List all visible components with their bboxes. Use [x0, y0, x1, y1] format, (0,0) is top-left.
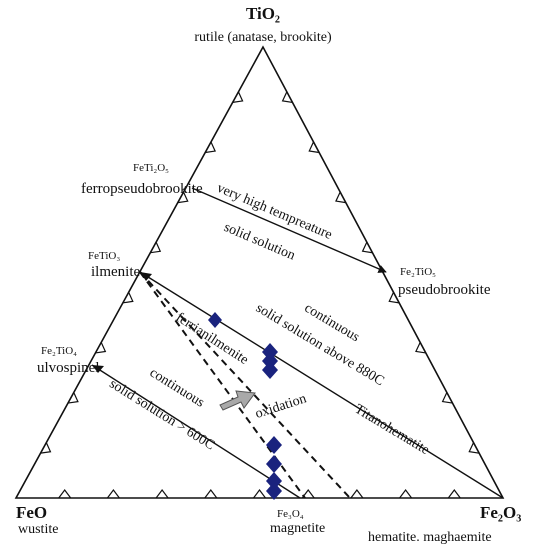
- tick-mark: [308, 141, 320, 154]
- tick-mark: [415, 342, 426, 354]
- tick-mark: [122, 292, 134, 304]
- ulvospinel-arrowhead: [92, 365, 104, 373]
- tick-mark: [253, 489, 266, 499]
- apex-right-mineral: hematite. maghaemite: [368, 530, 492, 545]
- oxidation-arrow-icon: [219, 390, 256, 411]
- tie-line-ulvospinel-magnetite: [91, 364, 301, 499]
- apex-left-mineral: wustite: [18, 522, 58, 537]
- tick-mark: [40, 442, 52, 454]
- fe3o4-formula: Fe₃O₄: [277, 508, 304, 520]
- annotation-oxidation: oxidation: [253, 391, 308, 422]
- apex-top-minerals: rutile (anatase, brookite): [194, 30, 332, 45]
- apex-right-formula: Fe₂O₃: [480, 503, 521, 522]
- tie-line-ilmenite-hematite: [139, 271, 504, 499]
- fe3o4-name: magnetite: [270, 521, 325, 536]
- fe2tio5-name: pseudobrookite: [398, 282, 491, 298]
- dashed-line-ferrianilmenite-2: [139, 271, 351, 499]
- tie-line-ferropseudobrookite-pseudobrookite: [191, 187, 387, 273]
- marker-diamond: [262, 361, 278, 379]
- composition-markers: [208, 312, 282, 500]
- marker-diamond: [266, 482, 282, 500]
- fetio3-formula: FeTiO₃: [88, 250, 120, 262]
- annotation-solid-solution: solid solution: [222, 220, 298, 263]
- tick-mark: [67, 392, 79, 404]
- tick-mark: [335, 191, 346, 204]
- tick-mark: [350, 489, 364, 499]
- tick-mark: [388, 292, 400, 304]
- tick-mark: [155, 489, 169, 499]
- tick-mark: [58, 489, 72, 499]
- tick-mark: [150, 241, 162, 254]
- tick-mark: [204, 489, 218, 499]
- tick-mark: [106, 489, 120, 499]
- apex-top-formula: TiO₂: [246, 4, 280, 23]
- apex-left-formula: FeO: [16, 503, 47, 522]
- tick-mark: [399, 489, 413, 499]
- tick-mark: [205, 141, 217, 154]
- feti2o5-formula: FeTi₂O₅: [133, 162, 169, 174]
- marker-diamond: [266, 436, 282, 454]
- marker-diamond: [266, 472, 282, 490]
- tick-mark: [232, 91, 244, 103]
- tick-mark: [361, 241, 373, 254]
- feti2o5-name: ferropseudobrookite: [81, 181, 203, 197]
- fe2tio4-formula: Fe₂TiO₄: [41, 345, 77, 357]
- marker-diamond: [208, 312, 222, 328]
- tick-mark: [95, 342, 107, 354]
- ilmenite-arrowhead: [140, 272, 152, 281]
- tick-mark: [468, 442, 480, 454]
- annotation-solid-solution-600: solid solution > 600C: [107, 377, 218, 454]
- fe2tio5-formula: Fe₂TiO₅: [400, 266, 436, 278]
- annotation-titanohematite: Titanohematite: [352, 402, 432, 458]
- fetio3-name: ilmenite: [91, 264, 140, 280]
- tick-mark: [281, 91, 293, 104]
- tick-mark: [447, 489, 461, 499]
- marker-diamond: [266, 455, 282, 473]
- fe2tio4-name: ulvospinel: [37, 360, 100, 376]
- tick-mark: [441, 392, 453, 404]
- tick-mark: [177, 191, 189, 204]
